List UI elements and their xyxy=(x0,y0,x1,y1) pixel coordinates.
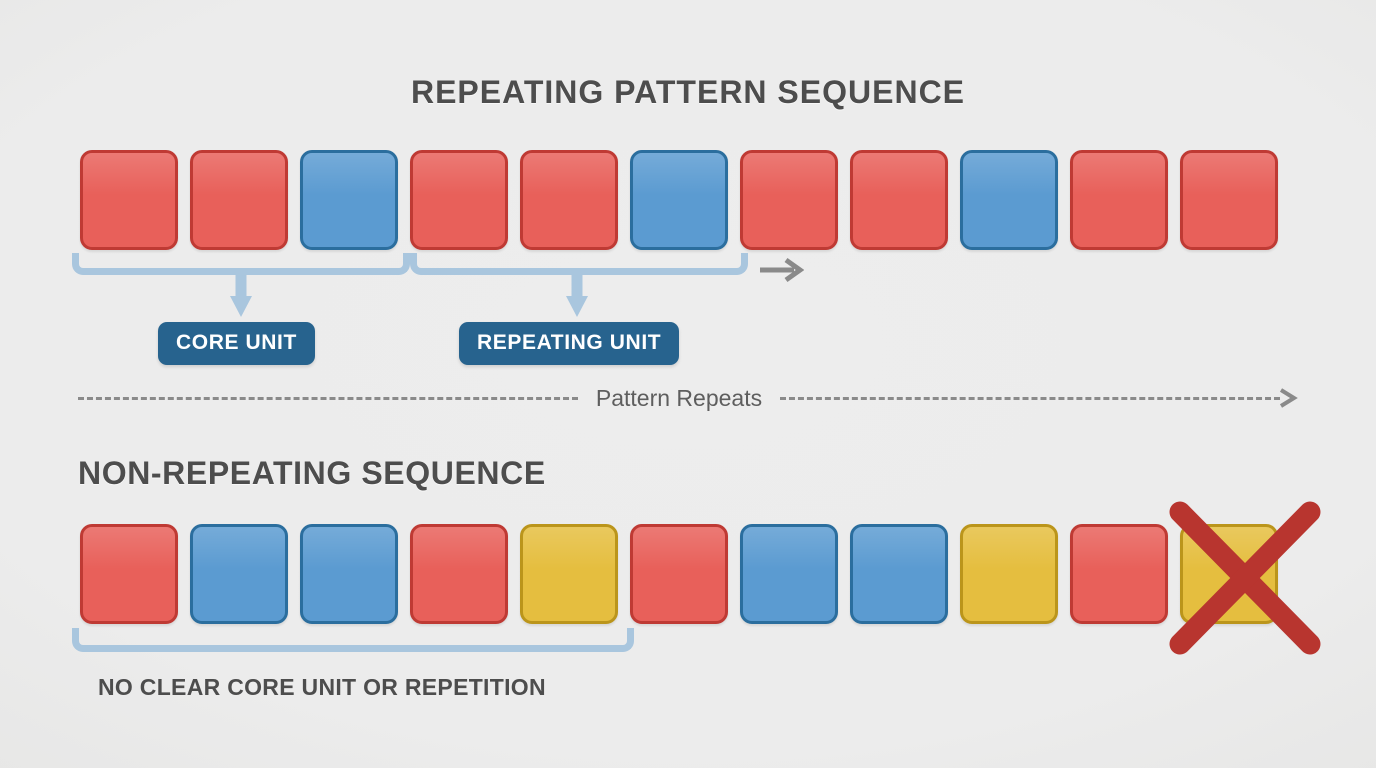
core-unit-label: CORE UNIT xyxy=(158,322,315,365)
nonrepeating-section-title: NON-REPEATING SEQUENCE xyxy=(78,455,546,491)
dashed-line-left xyxy=(78,396,578,400)
repeating-sequence-row xyxy=(80,150,1278,250)
nonrepeating-sequence-cell xyxy=(1070,524,1168,624)
core-unit-down-arrow-icon xyxy=(230,272,252,317)
nonrepeating-sequence-cell xyxy=(1180,524,1278,624)
no-core-unit-caption: NO CLEAR CORE UNIT OR REPETITION xyxy=(98,674,546,700)
no-core-unit-bracket xyxy=(72,628,634,652)
nonrepeating-sequence-cell xyxy=(410,524,508,624)
core-unit-bracket xyxy=(72,253,410,275)
nonrepeating-sequence-cell xyxy=(630,524,728,624)
repeating-sequence-cell xyxy=(850,150,948,250)
nonrepeating-sequence-cell xyxy=(190,524,288,624)
nonrepeating-sequence-cell xyxy=(960,524,1058,624)
dashed-line-arrowhead-icon xyxy=(1279,388,1298,408)
dashed-line-right xyxy=(780,396,1280,400)
repeating-sequence-cell xyxy=(960,150,1058,250)
repeating-unit-bracket xyxy=(410,253,748,275)
nonrepeating-sequence-row xyxy=(80,524,1278,624)
repeating-unit-down-arrow-icon xyxy=(566,272,588,317)
pattern-repeats-band: Pattern Repeats xyxy=(78,380,1298,416)
repeating-unit-label: REPEATING UNIT xyxy=(459,322,680,365)
repeating-sequence-cell xyxy=(1070,150,1168,250)
arrow-right-icon xyxy=(760,257,804,283)
repeating-sequence-cell xyxy=(190,150,288,250)
repeating-section-title: REPEATING PATTERN SEQUENCE xyxy=(410,74,966,110)
nonrepeating-sequence-cell xyxy=(850,524,948,624)
repeating-sequence-cell xyxy=(410,150,508,250)
repeating-sequence-cell xyxy=(740,150,838,250)
repeating-sequence-cell xyxy=(520,150,618,250)
repeating-sequence-cell xyxy=(80,150,178,250)
nonrepeating-sequence-cell xyxy=(520,524,618,624)
pattern-repeats-label: Pattern Repeats xyxy=(595,384,763,411)
nonrepeating-sequence-cell xyxy=(80,524,178,624)
repeating-sequence-cell xyxy=(1180,150,1278,250)
repeating-sequence-cell xyxy=(630,150,728,250)
nonrepeating-sequence-cell xyxy=(300,524,398,624)
repeating-sequence-cell xyxy=(300,150,398,250)
nonrepeating-sequence-cell xyxy=(740,524,838,624)
